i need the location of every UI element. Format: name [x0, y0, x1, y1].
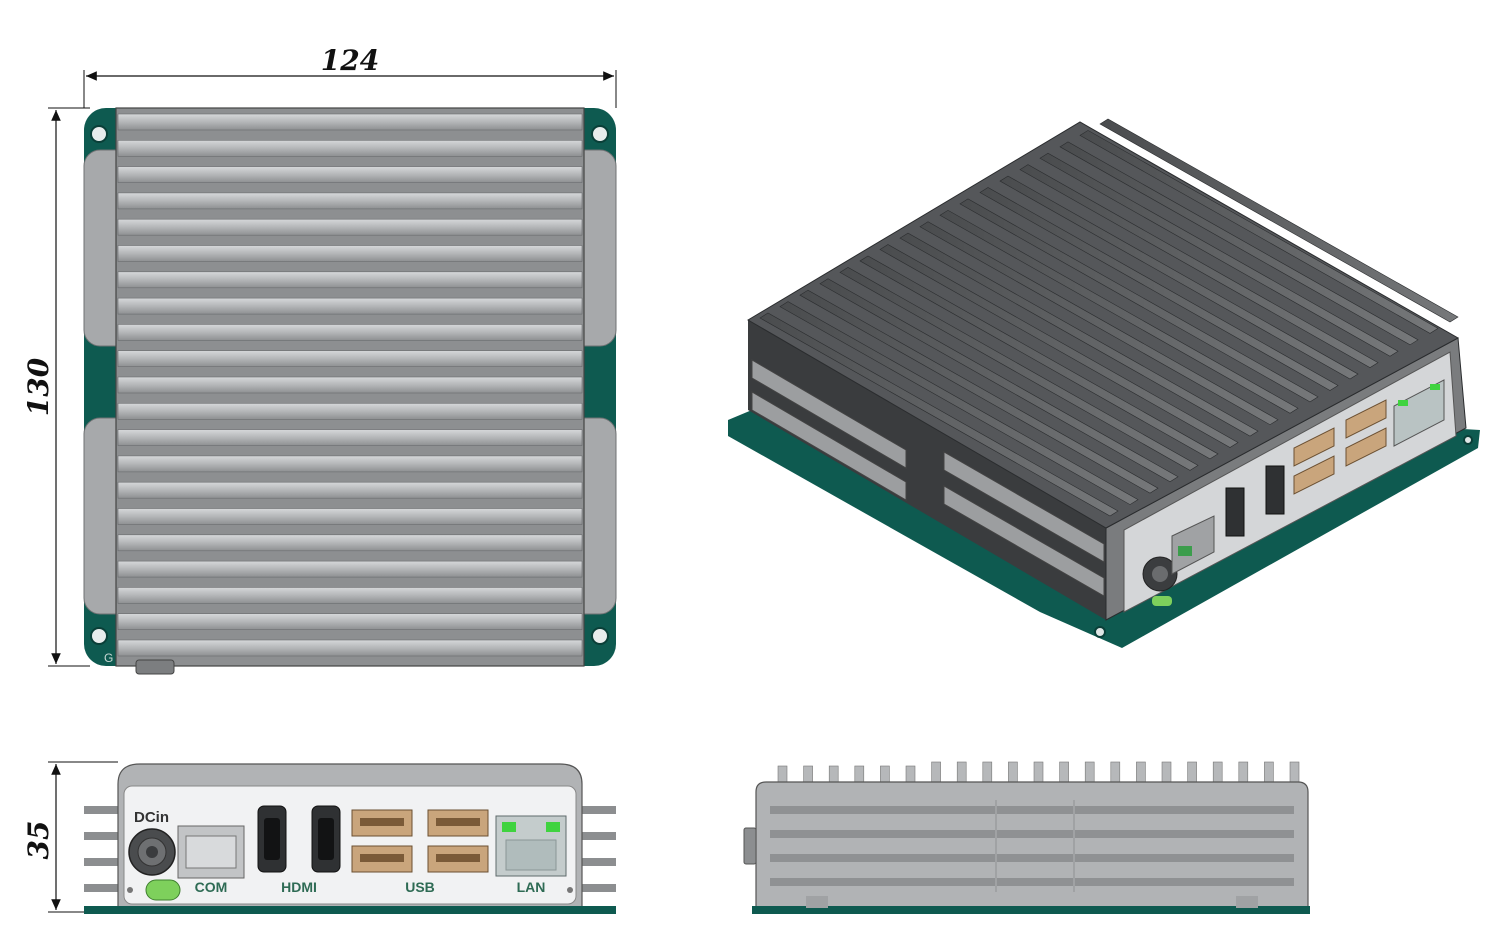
port-label-hdmi: HDMI	[281, 879, 317, 895]
iso-side-ribs	[751, 359, 1105, 597]
width-dimension-label: 124	[321, 44, 379, 77]
port-label-lan: LAN	[517, 879, 546, 895]
fin	[1039, 152, 1399, 357]
fin	[1008, 761, 1018, 785]
fin	[117, 587, 583, 604]
fin	[1019, 164, 1379, 368]
mount-hole-icon	[90, 125, 108, 143]
fin	[1136, 761, 1146, 785]
port-label-dcin: DCin	[134, 809, 169, 826]
fin	[899, 232, 1259, 437]
iso-usb-port-icon	[1293, 427, 1335, 467]
fin	[117, 613, 583, 631]
iso-usb-port-icon	[1345, 399, 1387, 439]
port-label-usb: USB	[405, 879, 435, 895]
fin	[1059, 141, 1419, 346]
fin	[931, 761, 941, 785]
fin	[859, 255, 1219, 460]
corner-mark: G	[104, 651, 113, 665]
iso-usb-port-icon	[1293, 455, 1335, 495]
fin	[777, 765, 788, 785]
fin	[880, 765, 890, 785]
fin	[117, 192, 583, 210]
fin	[1187, 761, 1197, 785]
fin	[1099, 118, 1459, 323]
fin	[1289, 761, 1300, 785]
fin	[1238, 761, 1249, 785]
fin	[117, 402, 583, 420]
fin	[803, 765, 813, 785]
iso-front-panel	[1094, 351, 1473, 638]
iso-heatsink-fins	[759, 118, 1459, 517]
fin	[117, 481, 583, 499]
mount-hole-icon	[591, 125, 609, 143]
iso-power-led-icon	[1152, 596, 1172, 606]
iso-lan-port-icon	[1393, 379, 1445, 447]
fin	[1264, 761, 1274, 785]
side-view	[743, 761, 1310, 914]
fin	[117, 455, 583, 473]
fin	[117, 297, 583, 315]
fin	[117, 534, 583, 552]
fin	[1059, 761, 1069, 785]
fin	[117, 376, 583, 394]
fin	[117, 350, 583, 368]
fin	[839, 267, 1199, 471]
fin	[879, 244, 1239, 448]
side-grooves	[770, 800, 1294, 892]
mount-hole-icon	[591, 627, 609, 645]
fin	[854, 765, 865, 785]
fin	[1110, 761, 1121, 785]
fin	[117, 560, 583, 578]
fin	[117, 166, 583, 183]
fin	[117, 508, 583, 525]
fin	[982, 761, 993, 785]
fin	[956, 761, 967, 785]
iso-hdmi-port-icon	[1225, 487, 1245, 537]
usb-ports	[351, 809, 489, 873]
fin	[1079, 130, 1439, 334]
iso-com-port-icon	[1171, 515, 1215, 575]
fin	[959, 198, 1319, 403]
iso-hdmi-port-icon	[1265, 465, 1285, 515]
fin	[919, 221, 1279, 426]
fin	[117, 271, 583, 289]
fin	[117, 140, 583, 157]
fin	[117, 218, 583, 236]
fin	[117, 429, 583, 446]
fin	[819, 278, 1179, 483]
side-top-fins	[777, 761, 1300, 785]
fin	[117, 639, 583, 657]
isometric-view	[728, 118, 1480, 648]
fin	[1033, 761, 1044, 785]
fin	[799, 289, 1159, 494]
port-label-com: COM	[195, 879, 228, 895]
fin	[117, 324, 583, 341]
top-view: 124 130 G	[22, 44, 617, 675]
fin	[1161, 761, 1172, 785]
fin	[117, 245, 583, 262]
depth-dimension-label: 35	[22, 821, 55, 860]
front-view: 35 DCin COM HDMI	[22, 761, 616, 914]
side-housing	[755, 781, 1309, 911]
fin	[828, 765, 839, 785]
power-led-icon	[145, 879, 181, 901]
heatsink-fins	[117, 113, 583, 657]
mount-hole-icon	[90, 627, 108, 645]
fin	[1212, 761, 1223, 785]
front-side-fins	[84, 806, 616, 892]
fin	[999, 175, 1359, 380]
iso-usb-port-icon	[1345, 427, 1387, 467]
fin	[779, 301, 1139, 505]
fin	[759, 312, 1119, 517]
fin	[117, 113, 583, 131]
fin	[905, 765, 916, 785]
fin	[1084, 761, 1095, 785]
fin	[939, 209, 1299, 414]
height-dimension-label: 130	[22, 357, 55, 416]
fin	[979, 187, 1339, 391]
